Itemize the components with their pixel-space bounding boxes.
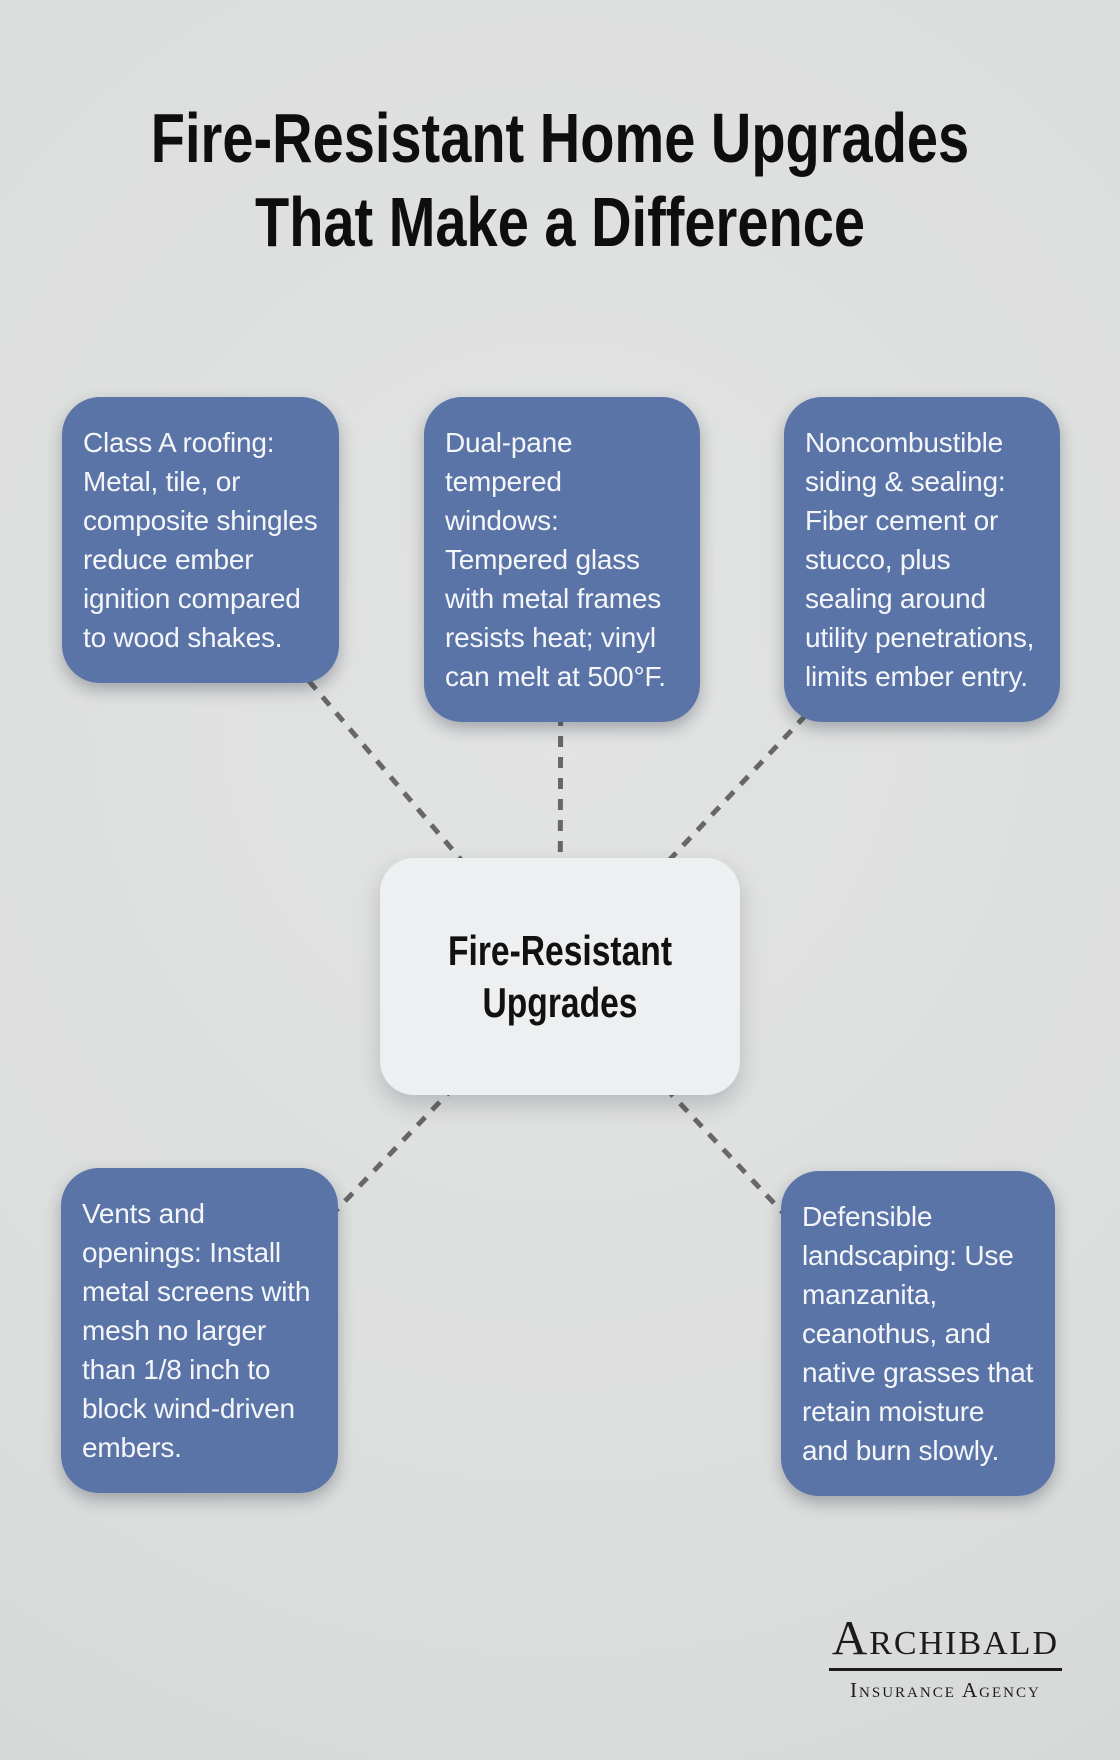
center-node: Fire-Resistant Upgrades — [380, 858, 740, 1095]
node-vents-openings: Vents and openings: Install metal screen… — [61, 1168, 338, 1493]
node-class-a-roofing: Class A roofing: Metal, tile, or composi… — [62, 397, 339, 683]
center-node-label: Fire-Resistant Upgrades — [447, 926, 673, 1026]
brand-name: Archibald — [828, 1612, 1062, 1672]
node-noncombustible-siding: Noncombustible siding & sealing: Fiber c… — [784, 397, 1060, 722]
page-title: Fire-Resistant Home Upgrades That Make a… — [150, 99, 970, 261]
node-dual-pane-windows: Dual-pane tempered windows: Tempered gla… — [424, 397, 700, 722]
brand-logo: Archibald Insurance Agency — [828, 1612, 1062, 1703]
node-defensible-landscaping: Defensible landscaping: Use manzanita, c… — [781, 1171, 1055, 1496]
brand-tagline: Insurance Agency — [850, 1678, 1041, 1703]
